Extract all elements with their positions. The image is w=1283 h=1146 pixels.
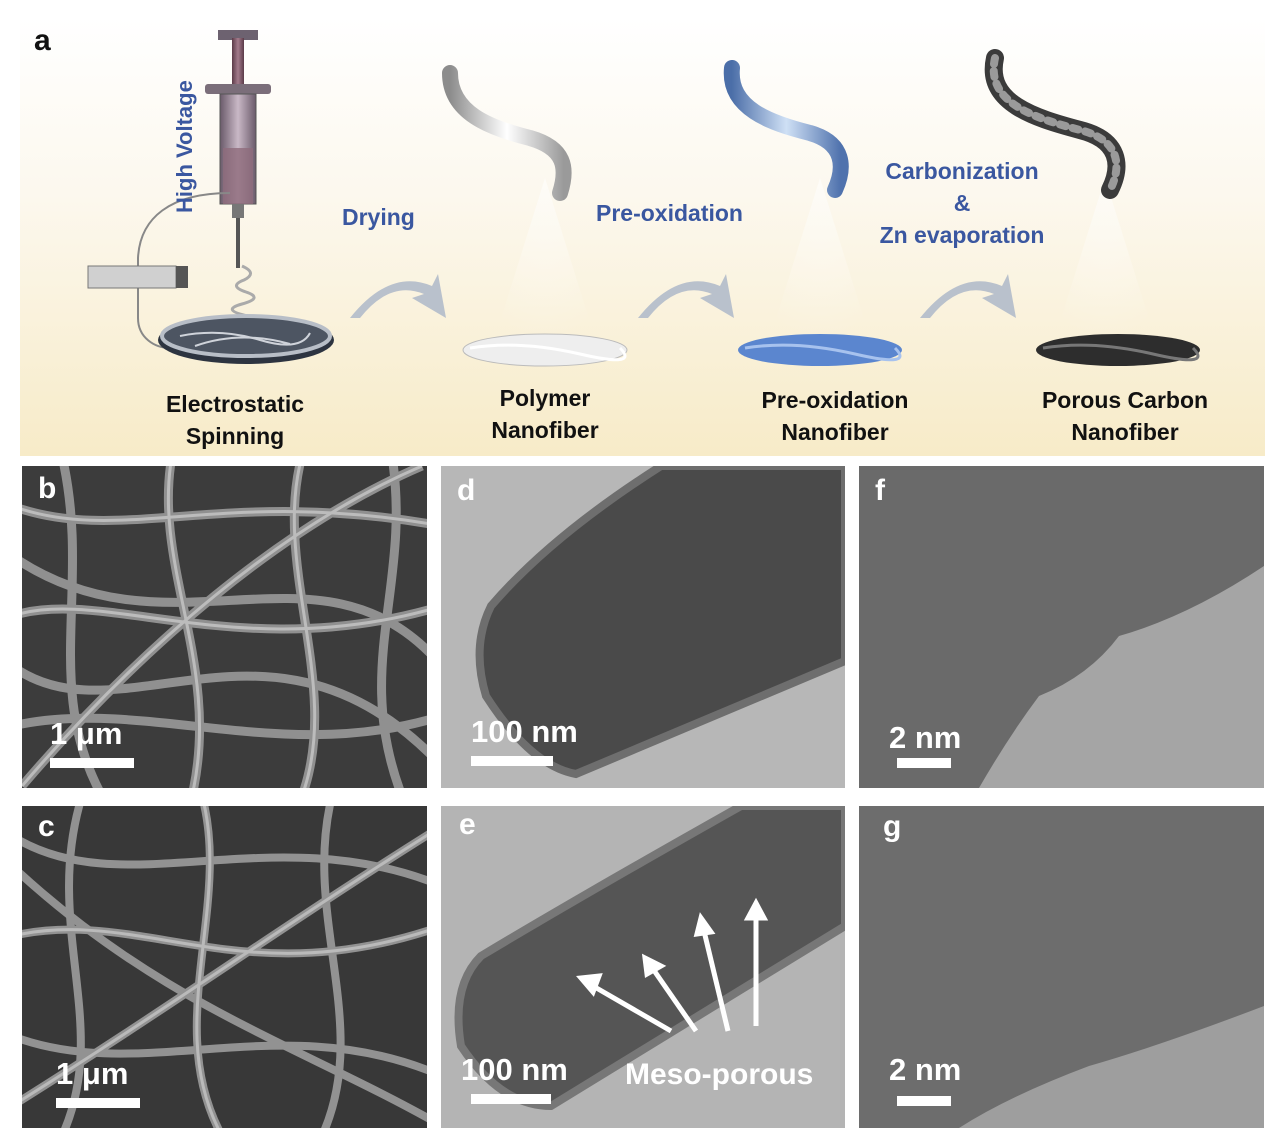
panel-label-f: f bbox=[875, 474, 885, 507]
stage-line2: Nanofiber bbox=[1071, 419, 1179, 445]
stage-line1: Pre-oxidation bbox=[761, 387, 909, 413]
hrtem-texture bbox=[959, 1006, 1264, 1128]
step-preoxidation-label: Pre-oxidation bbox=[596, 200, 743, 226]
scale-label-c: 1 μm bbox=[56, 1056, 129, 1091]
stage-polymer-nanofiber: Polymer Nanofiber bbox=[430, 382, 660, 446]
scale-label-b: 1 μm bbox=[50, 716, 123, 751]
stage-porous-carbon-nanofiber: Porous Carbon Nanofiber bbox=[1010, 384, 1240, 448]
stage-line2: Spinning bbox=[185, 423, 285, 449]
step-carbonization-label: Carbonization bbox=[885, 158, 1039, 184]
panel-label-e: e bbox=[459, 808, 476, 841]
stage-preoxidation-nanofiber: Pre-oxidation Nanofiber bbox=[720, 384, 950, 448]
stage-line1: Polymer bbox=[499, 385, 591, 411]
panel-label-c: c bbox=[38, 810, 55, 843]
hrtem-image-g: g 2 nm bbox=[859, 806, 1264, 1128]
tem-image-e: e 100 nm Meso-porous bbox=[441, 806, 845, 1128]
stage-line1: Electrostatic bbox=[165, 391, 305, 417]
scale-bar-f bbox=[897, 758, 951, 768]
stage-line2: Nanofiber bbox=[781, 419, 889, 445]
step-ampersand-label: & bbox=[953, 190, 971, 216]
scale-bar-d bbox=[471, 756, 553, 766]
meso-porous-label: Meso-porous bbox=[625, 1058, 814, 1091]
tem-fiber bbox=[454, 806, 845, 1111]
panel-label-a: a bbox=[34, 24, 51, 57]
process-arrows bbox=[350, 274, 1016, 318]
scale-bar-c bbox=[56, 1098, 140, 1108]
stage-line2: Nanofiber bbox=[491, 417, 599, 443]
scale-label-g: 2 nm bbox=[889, 1052, 962, 1087]
scale-label-f: 2 nm bbox=[889, 720, 962, 755]
scale-bar-b bbox=[50, 758, 134, 768]
schematic-graphics bbox=[87, 30, 1200, 367]
hrtem-image-f: f 2 nm bbox=[859, 466, 1264, 788]
stage-line1: Porous Carbon bbox=[1041, 387, 1209, 413]
step-drying-label: Drying bbox=[342, 204, 415, 230]
scale-label-d: 100 nm bbox=[471, 714, 578, 749]
stage-electrostatic-spinning: Electrostatic Spinning bbox=[120, 388, 350, 452]
sem-fiber-network bbox=[22, 466, 427, 788]
syringe-illustration bbox=[87, 30, 334, 364]
panel-label-b: b bbox=[38, 472, 57, 505]
panel-label-g: g bbox=[883, 810, 902, 843]
sem-image-c: c 1 μm bbox=[22, 806, 427, 1128]
meso-porous-arrows bbox=[576, 897, 769, 1034]
step-zn-evaporation-label: Zn evaporation bbox=[879, 222, 1045, 248]
panel-label-d: d bbox=[457, 474, 476, 507]
sem-image-b: b 1 μm bbox=[22, 466, 427, 788]
scale-bar-g bbox=[897, 1096, 951, 1106]
scale-label-e: 100 nm bbox=[461, 1052, 568, 1087]
schematic-panel-a: a High Voltage Drying Pre-oxidation Carb… bbox=[20, 18, 1265, 456]
high-voltage-label: High Voltage bbox=[172, 80, 197, 213]
scale-bar-e bbox=[471, 1094, 551, 1104]
sem-fiber-network bbox=[22, 806, 427, 1128]
hrtem-texture bbox=[979, 566, 1264, 788]
tem-image-d: d 100 nm bbox=[441, 466, 845, 788]
